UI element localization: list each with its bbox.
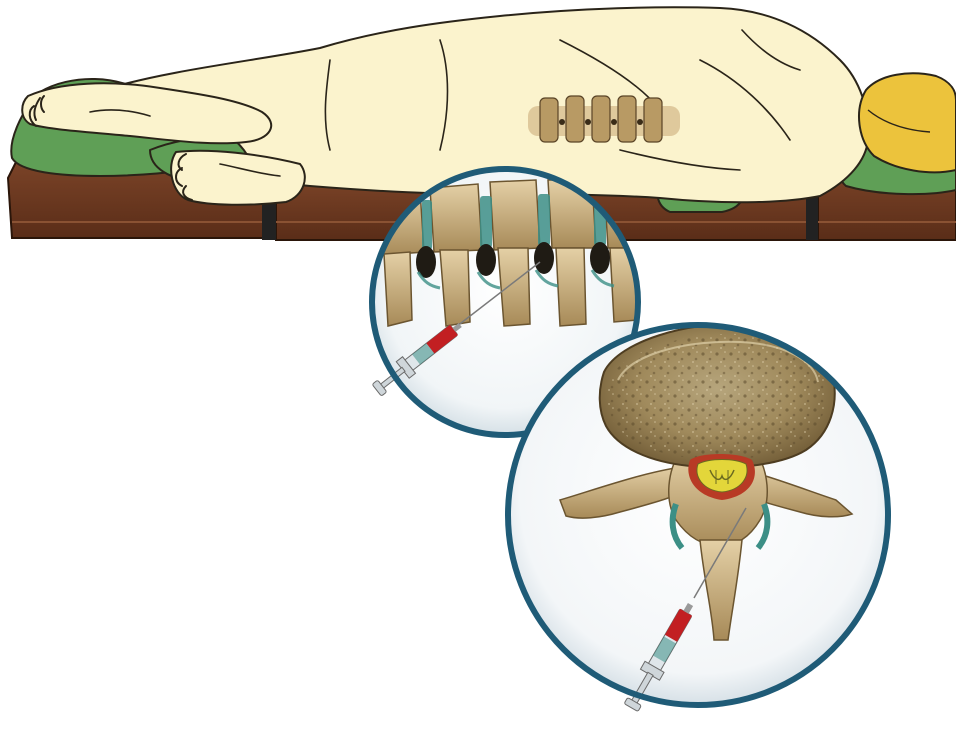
lumbar-spine-outline xyxy=(528,96,680,142)
axial-vertebra-magnifier xyxy=(508,324,888,713)
